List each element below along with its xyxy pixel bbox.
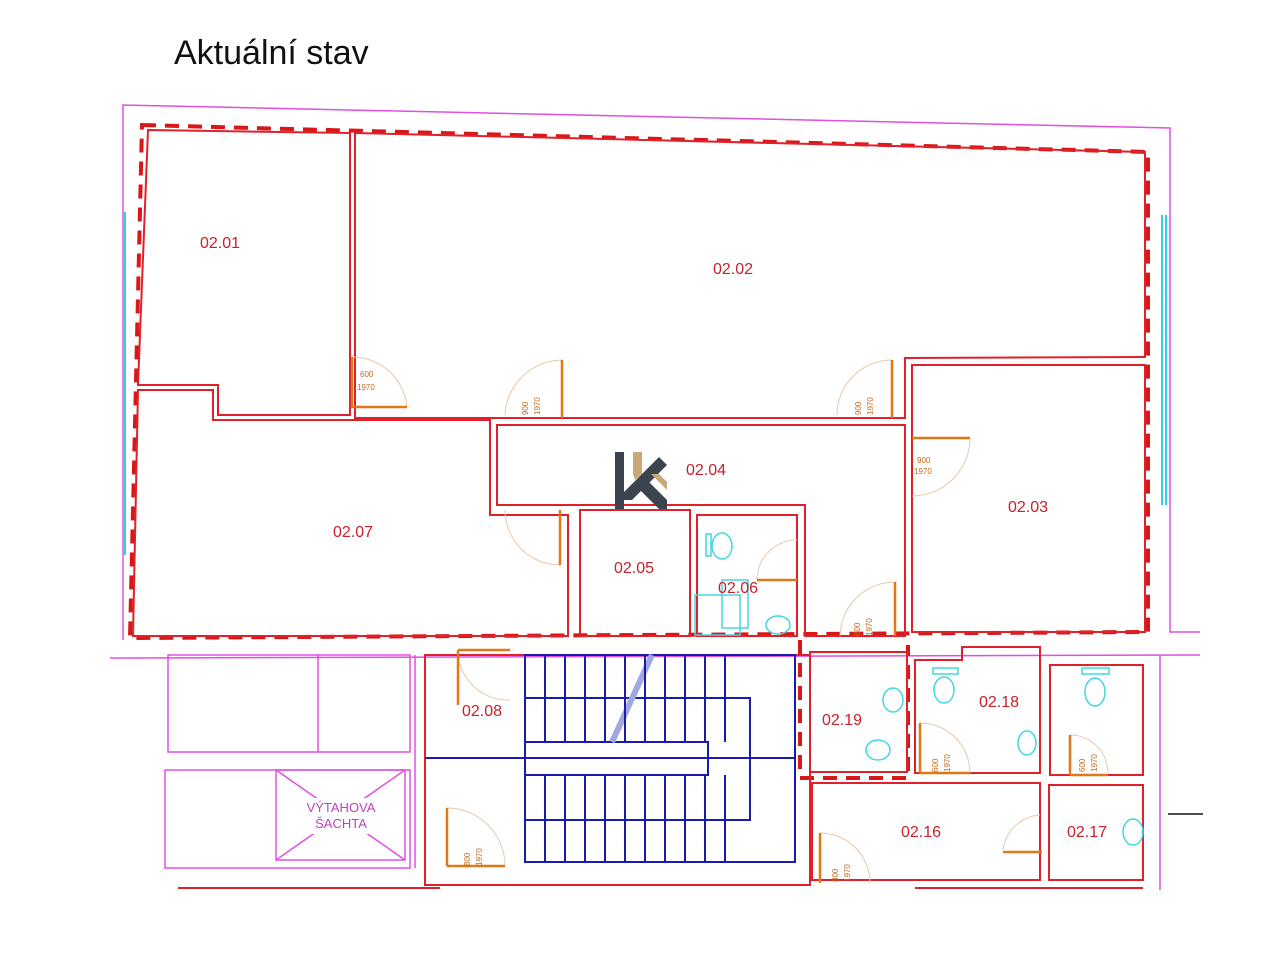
- windows: [124, 212, 1167, 555]
- shaft-label-line1: VÝTAHOVA: [307, 800, 376, 815]
- room-label-0205: 02.05: [614, 560, 654, 577]
- door-height: 1970: [843, 864, 852, 882]
- room-label-0207: 02.07: [333, 524, 373, 541]
- door-width: 600: [931, 758, 940, 772]
- door-width: 800: [463, 852, 472, 866]
- shaft-label-line2: ŠACHTA: [315, 816, 367, 831]
- room-label-0216: 02.16: [901, 824, 941, 841]
- room-label-0201: 02.01: [200, 235, 240, 252]
- room-label-0204: 02.04: [686, 462, 726, 479]
- sanitary-fixtures: [694, 532, 1144, 846]
- door-width: 800: [853, 622, 862, 636]
- door-width: 900: [917, 456, 931, 465]
- brand-logo: [615, 452, 667, 509]
- unit-boundary: [127, 122, 1150, 641]
- doors: [350, 356, 1109, 884]
- elevator-shaft: VÝTAHOVA ŠACHTA: [275, 769, 406, 861]
- walls: [131, 128, 1146, 889]
- door-width: 900: [521, 401, 530, 415]
- door-height: 1970: [475, 848, 484, 866]
- room-label-0202: 02.02: [713, 261, 753, 278]
- room-label-0208: 02.08: [462, 703, 502, 720]
- unit-boundary-lower: [798, 640, 910, 780]
- staircase: [425, 653, 796, 863]
- door-height: 1970: [865, 618, 874, 636]
- room-label-0203: 02.03: [1008, 499, 1048, 516]
- door-height: 1970: [866, 397, 875, 415]
- door-width: 800: [831, 868, 840, 882]
- door-width: 600: [360, 370, 374, 379]
- door-width: 600: [1078, 758, 1087, 772]
- room-label-0206: 02.06: [718, 580, 758, 597]
- page-title: Aktuální stav: [174, 34, 369, 72]
- door-height: 1970: [533, 397, 542, 415]
- door-width: 900: [854, 401, 863, 415]
- door-height: 1970: [914, 467, 932, 476]
- room-labels: 02.01 02.02 02.03 02.04 02.05 02.06 02.0…: [200, 235, 1107, 841]
- door-height: 1970: [1090, 754, 1099, 772]
- room-label-0218: 02.18: [979, 694, 1019, 711]
- door-labels: 600 1970 900 1970 900 1970 900 1970 800 …: [357, 370, 1099, 882]
- room-label-0217: 02.17: [1067, 824, 1107, 841]
- door-height: 1970: [357, 383, 375, 392]
- room-label-0219: 02.19: [822, 712, 862, 729]
- building-outline: [109, 104, 1201, 890]
- door-height: 1970: [943, 754, 952, 772]
